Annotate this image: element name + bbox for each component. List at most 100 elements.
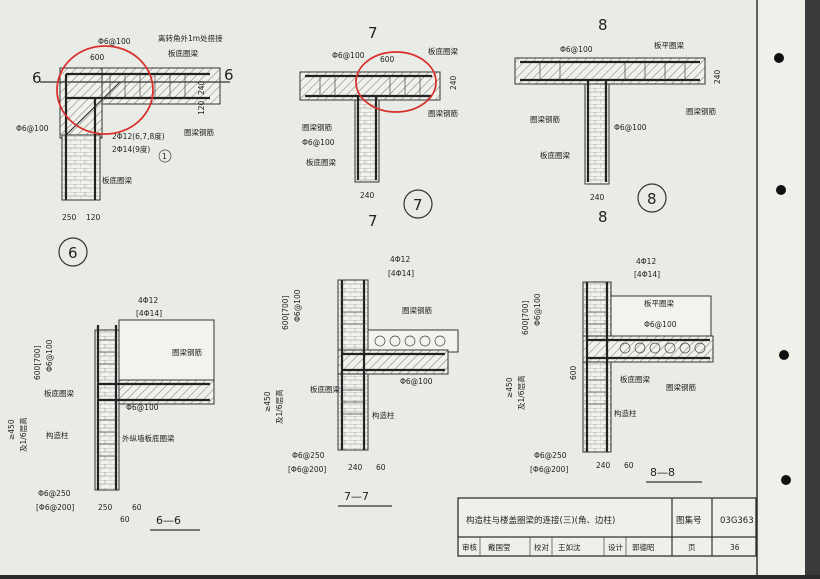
label-phi6at100: Φ6@100 bbox=[98, 37, 131, 46]
label-floor-height-77: 及1/6层高 bbox=[274, 389, 284, 424]
check-label: 校对 bbox=[534, 542, 549, 552]
label-phi6at100-7b: Φ6@100 bbox=[302, 138, 335, 147]
label-slab-bottom-beam: 板底圈梁 bbox=[168, 48, 198, 58]
section-7-7: 4Φ12 [4Φ14] 600[700] Φ6@100 圈梁钢筋 Φ6@100 … bbox=[263, 255, 459, 507]
label-phi6at200-88: [Φ6@200] bbox=[530, 465, 568, 474]
label-4phi14-88: [4Φ14] bbox=[634, 270, 660, 279]
section-title-8-8: 8—8 bbox=[650, 466, 675, 479]
label-phi6at200: [Φ6@200] bbox=[36, 503, 74, 512]
review-label: 审核 bbox=[462, 542, 477, 552]
detail-number-circle bbox=[403, 189, 433, 219]
review-signature: 戴国莹 bbox=[488, 542, 511, 552]
dim-120b: 120 bbox=[86, 213, 101, 222]
label-slab-bottom-beam-88: 板底圈梁 bbox=[620, 374, 650, 384]
dim-ge450: ≥450 bbox=[7, 419, 16, 440]
title-block: 构造柱与楼盖圈梁的连接(三)(角、边柱) 图集号 03G363 审核 戴国莹 校… bbox=[457, 497, 757, 557]
callout-1: 1 bbox=[162, 152, 167, 161]
label-slab-bottom-beam-66: 板底圈梁 bbox=[44, 388, 74, 398]
label-ring-beam-rebar-77: 圈梁钢筋 bbox=[402, 305, 432, 315]
label-phi6at200-77: [Φ6@200] bbox=[288, 465, 326, 474]
section-8-8: 4Φ12 [4Φ14] 600[700] Φ6@100 板平圈梁 Φ6@100 … bbox=[505, 257, 714, 483]
design-label: 设计 bbox=[608, 542, 623, 552]
label-phi6at100-88v: Φ6@100 bbox=[533, 293, 542, 326]
dim-600v-88: 600 bbox=[569, 365, 578, 380]
atlas-label: 图集号 bbox=[676, 515, 702, 526]
label-phi6at100-8: Φ6@100 bbox=[560, 45, 593, 54]
detail-7-plan: 7 7 Φ6@100 600 板底圈梁 240 圈梁钢筋 圈梁钢筋 Φ6@100… bbox=[299, 24, 458, 230]
callout-circle-1 bbox=[158, 149, 172, 163]
dim-250-66: 250 bbox=[98, 503, 113, 512]
label-ring-beam-rebar-66: 圈梁钢筋 bbox=[172, 347, 202, 357]
label-slab-bottom-beam-8: 板底圈梁 bbox=[540, 150, 570, 160]
section-mark-7-bottom: 7 bbox=[368, 212, 378, 230]
drawing-title: 构造柱与楼盖圈梁的连接(三)(角、边柱) bbox=[466, 515, 615, 526]
page-number: 36 bbox=[730, 543, 740, 552]
section-mark-6-right: 6 bbox=[224, 66, 234, 84]
label-2phi12: 2Φ12(6,7,8度) bbox=[112, 131, 165, 141]
section-mark-6-left: 6 bbox=[32, 69, 42, 87]
label-4phi14: [4Φ14] bbox=[136, 309, 162, 318]
label-construct-col: 构造柱 bbox=[46, 430, 69, 440]
label-slab-bottom-beam-7b: 板底圈梁 bbox=[306, 157, 336, 167]
label-ring-beam-rebar-7b: 圈梁钢筋 bbox=[302, 122, 332, 132]
label-4phi12-88: 4Φ12 bbox=[636, 257, 656, 266]
dim-60-77: 60 bbox=[376, 463, 386, 472]
dim-240: 240 bbox=[197, 80, 206, 95]
design-signature: 郭德昭 bbox=[632, 542, 655, 552]
page-label: 页 bbox=[688, 543, 696, 552]
label-4phi12-77: 4Φ12 bbox=[390, 255, 410, 264]
detail-number-6: 6 bbox=[68, 244, 78, 262]
dim-600-7: 600 bbox=[380, 55, 395, 64]
label-slab-bottom-beam-77: 板底圈梁 bbox=[310, 384, 340, 394]
section-title-6-6: 6—6 bbox=[156, 514, 181, 527]
dim-240-77: 240 bbox=[348, 463, 363, 472]
dim-600: 600 bbox=[90, 53, 105, 62]
section-6-6: 4Φ12 [4Φ14] 600[700] Φ6@100 圈梁钢筋 板底圈梁 Φ6… bbox=[7, 296, 215, 531]
label-phi6at100-77: Φ6@100 bbox=[400, 377, 433, 386]
label-slab-level-beam: 板平圈梁 bbox=[654, 40, 684, 50]
label-ring-beam-rebar-8b: 圈梁钢筋 bbox=[530, 114, 560, 124]
dim-60-88: 60 bbox=[624, 461, 634, 470]
label-4phi12: 4Φ12 bbox=[138, 296, 158, 305]
dim-ge450-88: ≥450 bbox=[505, 377, 514, 398]
section-mark-7-top: 7 bbox=[368, 24, 378, 42]
detail-6-plan: 6 6 Φ6@100 离转角外1m处搭接 板底圈梁 600 240 120 Φ6… bbox=[16, 33, 234, 267]
label-phi6at100-77v: Φ6@100 bbox=[293, 289, 302, 322]
label-4phi14-77: [4Φ14] bbox=[388, 269, 414, 278]
binding-hole bbox=[781, 475, 791, 485]
dim-600-700-88: 600[700] bbox=[521, 300, 530, 335]
label-slab-bottom-beam-7: 板底圈梁 bbox=[428, 46, 458, 56]
label-floor-height-88: 及1/6层高 bbox=[516, 375, 526, 410]
section-mark-8-top: 8 bbox=[598, 16, 608, 34]
dim-240-8b: 240 bbox=[590, 193, 605, 202]
label-phi6at250-77: Φ6@250 bbox=[292, 451, 325, 460]
dim-240-7b: 240 bbox=[360, 191, 375, 200]
dim-250: 250 bbox=[62, 213, 77, 222]
label-2phi14: 2Φ14(9度) bbox=[112, 144, 150, 154]
detail-number-8: 8 bbox=[647, 190, 657, 208]
label-phi6at250-88: Φ6@250 bbox=[534, 451, 567, 460]
dim-600-700: 600[700] bbox=[33, 345, 42, 380]
detail-number-circle bbox=[637, 183, 667, 213]
red-annotation-circle bbox=[56, 45, 154, 135]
dim-120: 120 bbox=[197, 100, 206, 115]
label-phi6at100-66: Φ6@100 bbox=[126, 403, 159, 412]
section-mark-8-bottom: 8 bbox=[598, 208, 608, 226]
binding-hole bbox=[779, 350, 789, 360]
label-ring-beam-rebar-7: 圈梁钢筋 bbox=[428, 108, 458, 118]
detail-number-circle bbox=[58, 237, 88, 267]
label-ring-beam-rebar-88: 圈梁钢筋 bbox=[666, 382, 696, 392]
label-construct-col-88: 构造柱 bbox=[614, 408, 637, 418]
red-annotation-circle bbox=[355, 51, 437, 113]
label-phi6at100-v: Φ6@100 bbox=[45, 339, 54, 372]
label-ring-beam-rebar-8: 圈梁钢筋 bbox=[686, 106, 716, 116]
dim-ge450-77: ≥450 bbox=[263, 391, 272, 412]
label-phi6at100-8b: Φ6@100 bbox=[614, 123, 647, 132]
label-slab-bottom-beam-2: 板底圈梁 bbox=[102, 175, 132, 185]
dim-240-8: 240 bbox=[713, 69, 722, 84]
atlas-number: 03G363 bbox=[720, 516, 754, 526]
label-corner-lap: 离转角外1m处搭接 bbox=[158, 33, 223, 43]
label-construct-col-77: 构造柱 bbox=[372, 410, 395, 420]
